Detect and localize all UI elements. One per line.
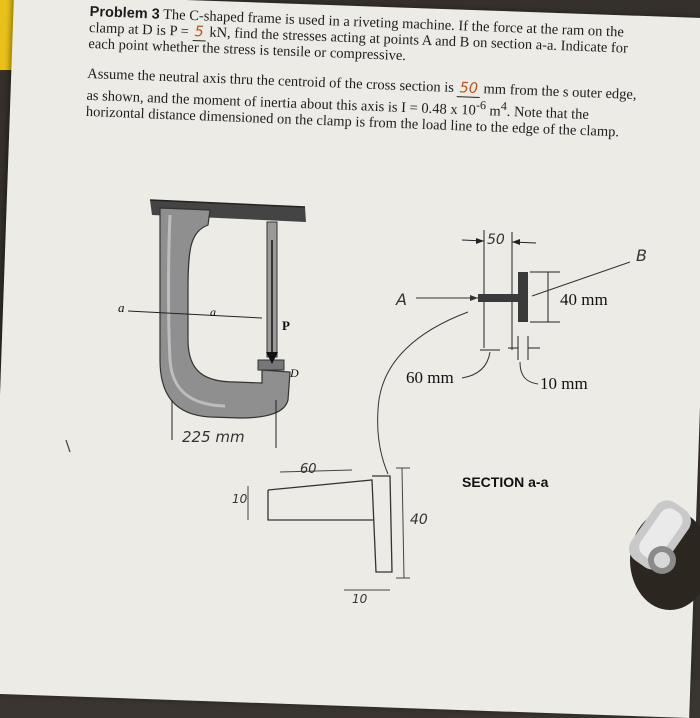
pen-object bbox=[600, 480, 700, 620]
section-title: SECTION a-a bbox=[462, 474, 549, 490]
section-flange bbox=[518, 272, 528, 322]
sketch-dim-10-left: 10 bbox=[232, 492, 248, 506]
sketch-dim-60: 60 bbox=[300, 462, 317, 477]
label-d: D bbox=[290, 366, 299, 380]
label-a-left: a bbox=[118, 300, 125, 315]
label-p: P bbox=[282, 318, 290, 333]
section-web bbox=[478, 294, 520, 302]
sec-dim-50: 50 bbox=[487, 232, 505, 248]
dim-225: 225 mm bbox=[182, 428, 245, 446]
sec-dim-40: 40 mm bbox=[560, 290, 608, 309]
point-b-label: B bbox=[636, 246, 647, 265]
figure-drawing bbox=[65, 199, 560, 591]
section-line bbox=[127, 310, 263, 319]
c-frame bbox=[159, 207, 291, 419]
sec-dim-60: 60 mm bbox=[406, 368, 454, 387]
sketch-dim-40: 40 bbox=[410, 512, 428, 528]
sketch-t-section bbox=[267, 475, 393, 573]
sec-dim-10: 10 mm bbox=[540, 374, 588, 393]
sketch-dim-10-bottom: 10 bbox=[352, 592, 368, 606]
label-a-mid: a bbox=[210, 305, 216, 319]
point-a-label: A bbox=[396, 290, 407, 309]
